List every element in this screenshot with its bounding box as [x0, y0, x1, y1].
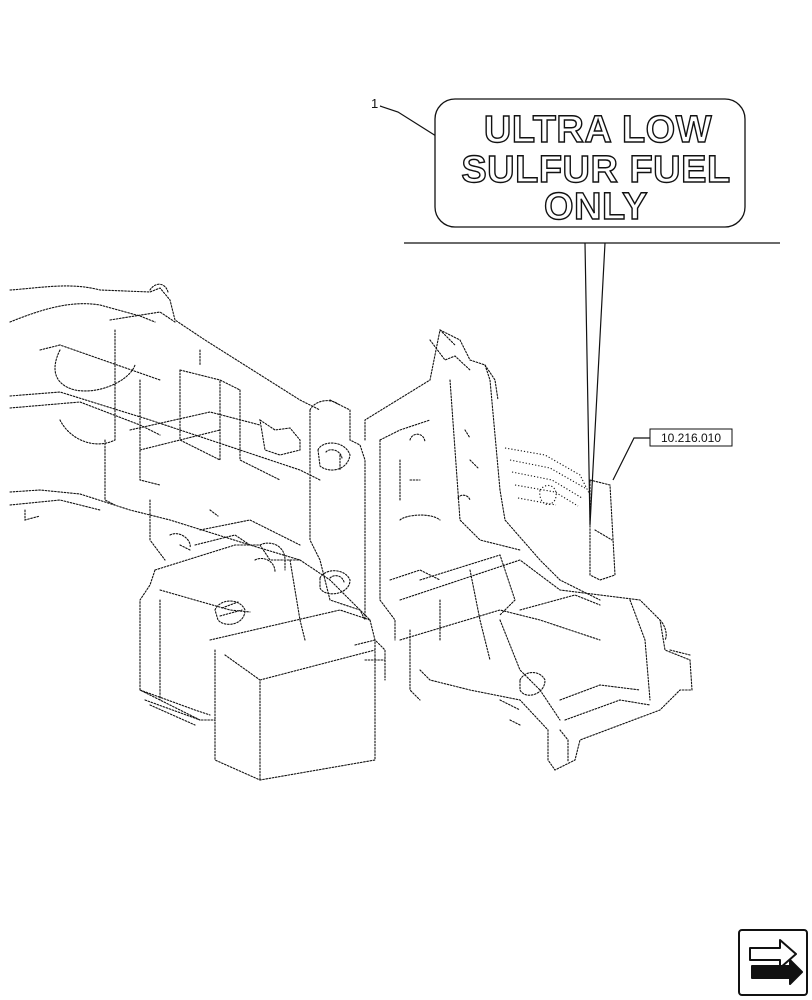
callout-number: 1: [371, 96, 378, 111]
tractor-frame-drawing: [9, 283, 693, 781]
decal-label: [434, 98, 746, 228]
reference-label[interactable]: 10.216.010: [661, 431, 721, 445]
decal-line-1: ULTRA LOW: [484, 109, 712, 151]
reference-callout: 10.216.010: [612, 428, 733, 481]
decal-callout: 1 ULTRA LOW SULFUR FUEL ONLY: [371, 96, 780, 526]
callout-leader-line: [379, 105, 437, 137]
decal-pointer: [584, 242, 606, 526]
decal-line-2: SULFUR FUEL: [461, 149, 730, 191]
next-page-arrow-icon[interactable]: [738, 929, 808, 996]
perforated-plate: [504, 447, 591, 507]
reference-leader-line: [612, 437, 650, 481]
decal-line-3: ONLY: [544, 186, 648, 228]
